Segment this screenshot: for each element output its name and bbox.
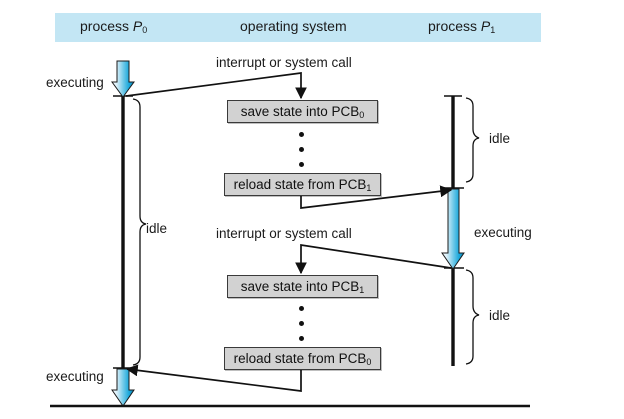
box-reload-state-pcb1-text: reload state from PCB [233, 177, 367, 192]
box-save-state-pcb0-sub: 0 [359, 109, 365, 120]
p0-idle-brace [132, 98, 147, 366]
label-p1-idle-top: idle [489, 131, 511, 146]
connector-p1-to-save1 [295, 244, 452, 275]
label-p1-idle-bottom: idle [489, 308, 511, 323]
p1-idle-brace-top [465, 97, 480, 183]
lane-header-os: operating system [240, 18, 347, 34]
ellipsis-dot [299, 147, 304, 152]
label-p1-executing: executing [474, 225, 532, 240]
lane-header-p0-sub: 0 [142, 25, 148, 35]
box-save-state-pcb1-text: save state into PCB [240, 279, 360, 294]
box-reload-state-pcb0-text: reload state from PCB [233, 351, 367, 366]
p1-idle-brace-bottom [465, 269, 480, 365]
lane-header-band [55, 13, 541, 42]
connector-reload0-to-p0 [125, 364, 302, 392]
connector-reload1-to-p1 [300, 185, 453, 209]
ellipsis-dot [299, 336, 304, 341]
lane-header-p1-sub: 1 [490, 25, 496, 35]
box-save-state-pcb1-sub: 1 [359, 284, 365, 295]
label-p0-executing-bottom: executing [46, 369, 104, 384]
ellipsis-top [299, 132, 304, 177]
ellipsis-bottom [299, 306, 304, 351]
label-interrupt-or-system-call-1: interrupt or system call [216, 55, 352, 70]
ellipsis-dot [299, 132, 304, 137]
box-reload-state-pcb0-sub: 0 [366, 356, 372, 367]
p1-executing-arrow [441, 188, 465, 270]
box-save-state-pcb0-text: save state into PCB [240, 104, 360, 119]
connector-p0-to-save0 [125, 72, 307, 100]
lane-header-p1: process P1 [428, 18, 496, 35]
box-reload-state-pcb1-sub: 1 [366, 182, 372, 193]
label-p0-executing-top: executing [46, 75, 104, 90]
label-interrupt-or-system-call-2: interrupt or system call [216, 226, 352, 241]
ellipsis-dot [299, 306, 304, 311]
ellipsis-dot [299, 162, 304, 167]
ellipsis-dot [299, 321, 304, 326]
p0-executing-arrow-bottom [111, 368, 135, 407]
label-p0-idle: idle [146, 221, 168, 236]
p0-executing-arrow-top [111, 60, 135, 98]
lane-header-p0: process P0 [80, 18, 148, 35]
